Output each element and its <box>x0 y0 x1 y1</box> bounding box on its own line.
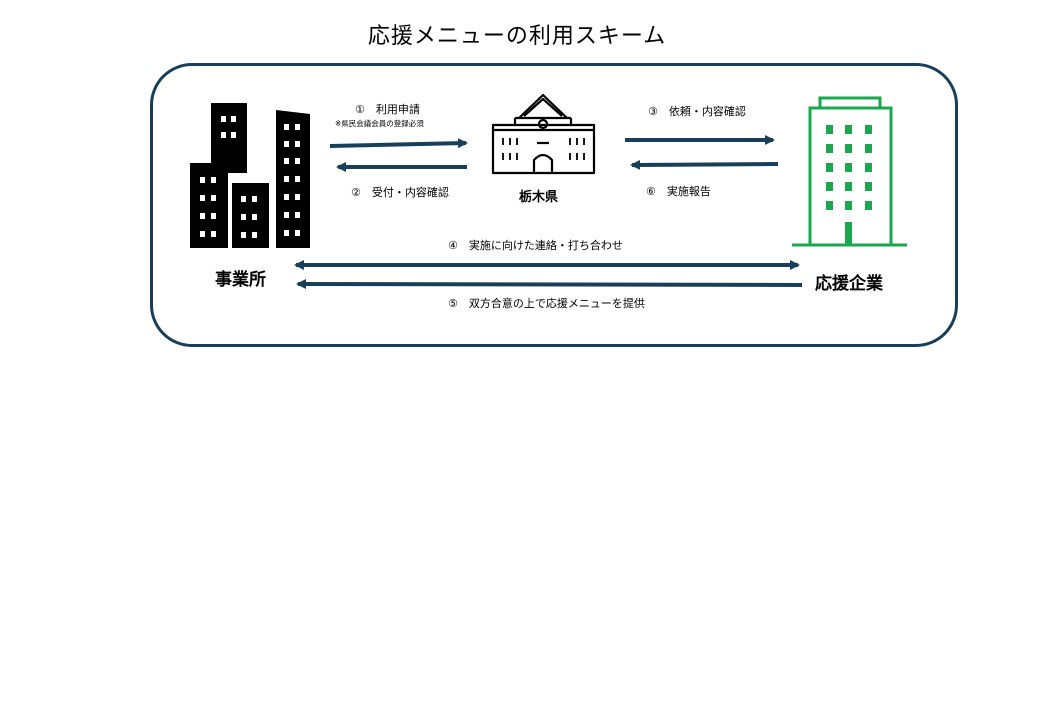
city-buildings-icon <box>190 103 310 248</box>
step-4-label: ④ 実施に向けた連絡・打ち合わせ <box>448 239 623 252</box>
actor-company-label: 応援企業 <box>815 274 883 294</box>
step-1-label: ① 利用申請 <box>355 103 420 116</box>
office-tower-icon <box>792 96 907 247</box>
actor-business-label: 事業所 <box>215 270 266 290</box>
arrow-5-provision <box>296 279 803 290</box>
page-title: 応援メニューの利用スキーム <box>367 24 667 49</box>
scheme-frame <box>150 63 958 347</box>
step-5-label: ⑤ 双方合意の上で応援メニューを提供 <box>448 297 645 310</box>
actor-prefecture-label: 栃木県 <box>519 190 559 205</box>
step-3-label: ③ 依頼・内容確認 <box>648 105 746 118</box>
step-2-label: ② 受付・内容確認 <box>351 186 449 199</box>
arrow-1-request <box>329 138 468 149</box>
step-1-note: ※県民会議会員の登録必須 <box>335 119 424 128</box>
government-building-icon <box>491 93 596 175</box>
step-6-label: ⑥ 実施報告 <box>646 185 711 198</box>
arrow-6-report <box>630 159 779 170</box>
